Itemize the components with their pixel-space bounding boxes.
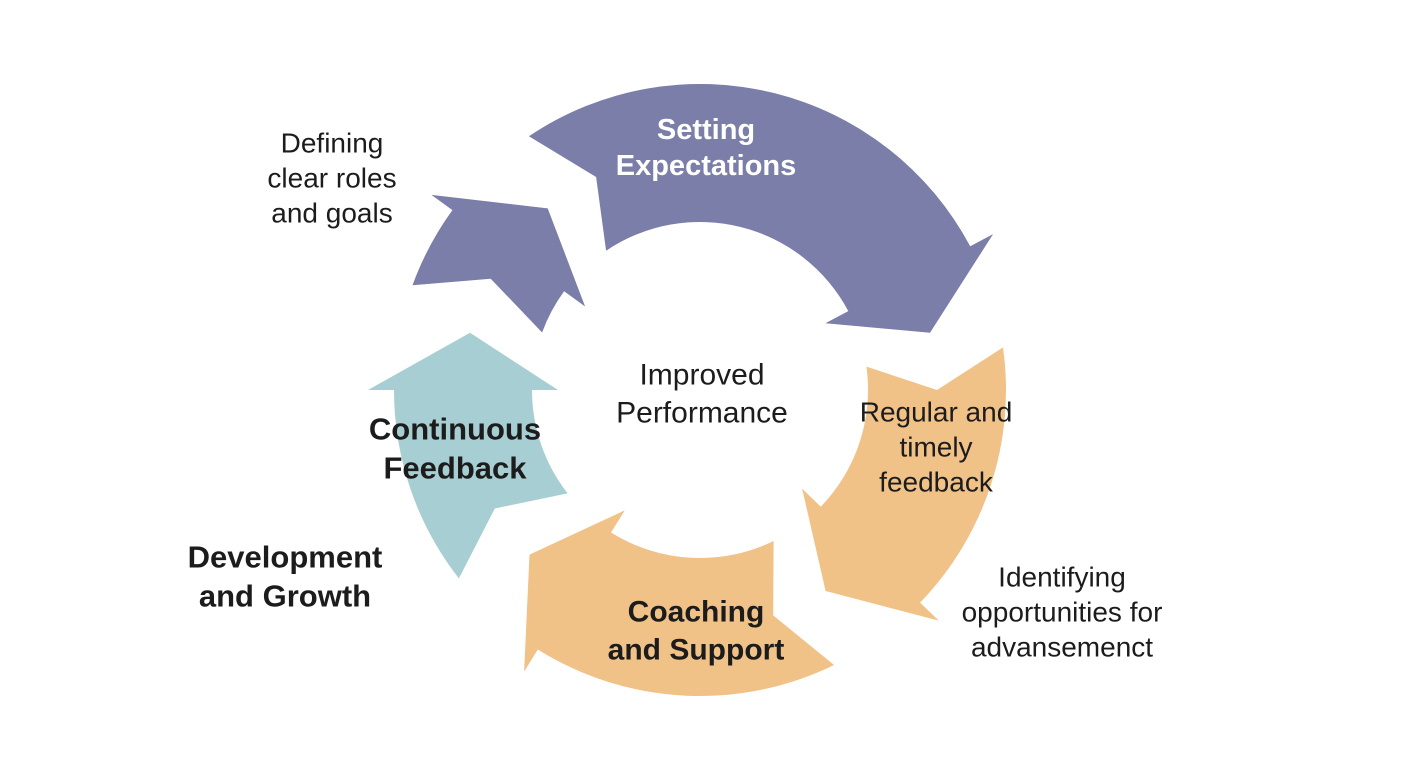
label-improved-performance: Improved Performance	[616, 358, 788, 430]
regular-feedback-arrow	[802, 347, 1006, 621]
setting-expectations-arrow	[528, 83, 994, 333]
label-coaching-and-support: Coaching and Support	[607, 595, 785, 667]
label-setting-expectations: Setting Expectations	[615, 113, 797, 182]
label-regular-and-timely-feedback: Regular and timely feedback	[859, 396, 1013, 498]
label-continuous-feedback: Continuous Feedback	[368, 411, 542, 485]
defining-roles-arrow	[412, 194, 586, 333]
label-identifying-opportunities: Identifying opportunities for advansemen…	[961, 561, 1163, 663]
continuous-feedback-arrow	[368, 332, 568, 579]
label-development-and-growth: Development and Growth	[187, 539, 383, 613]
coaching-support-arrow	[524, 510, 835, 696]
label-defining-clear-roles-and-goals: Defining clear roles and goals	[267, 127, 397, 229]
